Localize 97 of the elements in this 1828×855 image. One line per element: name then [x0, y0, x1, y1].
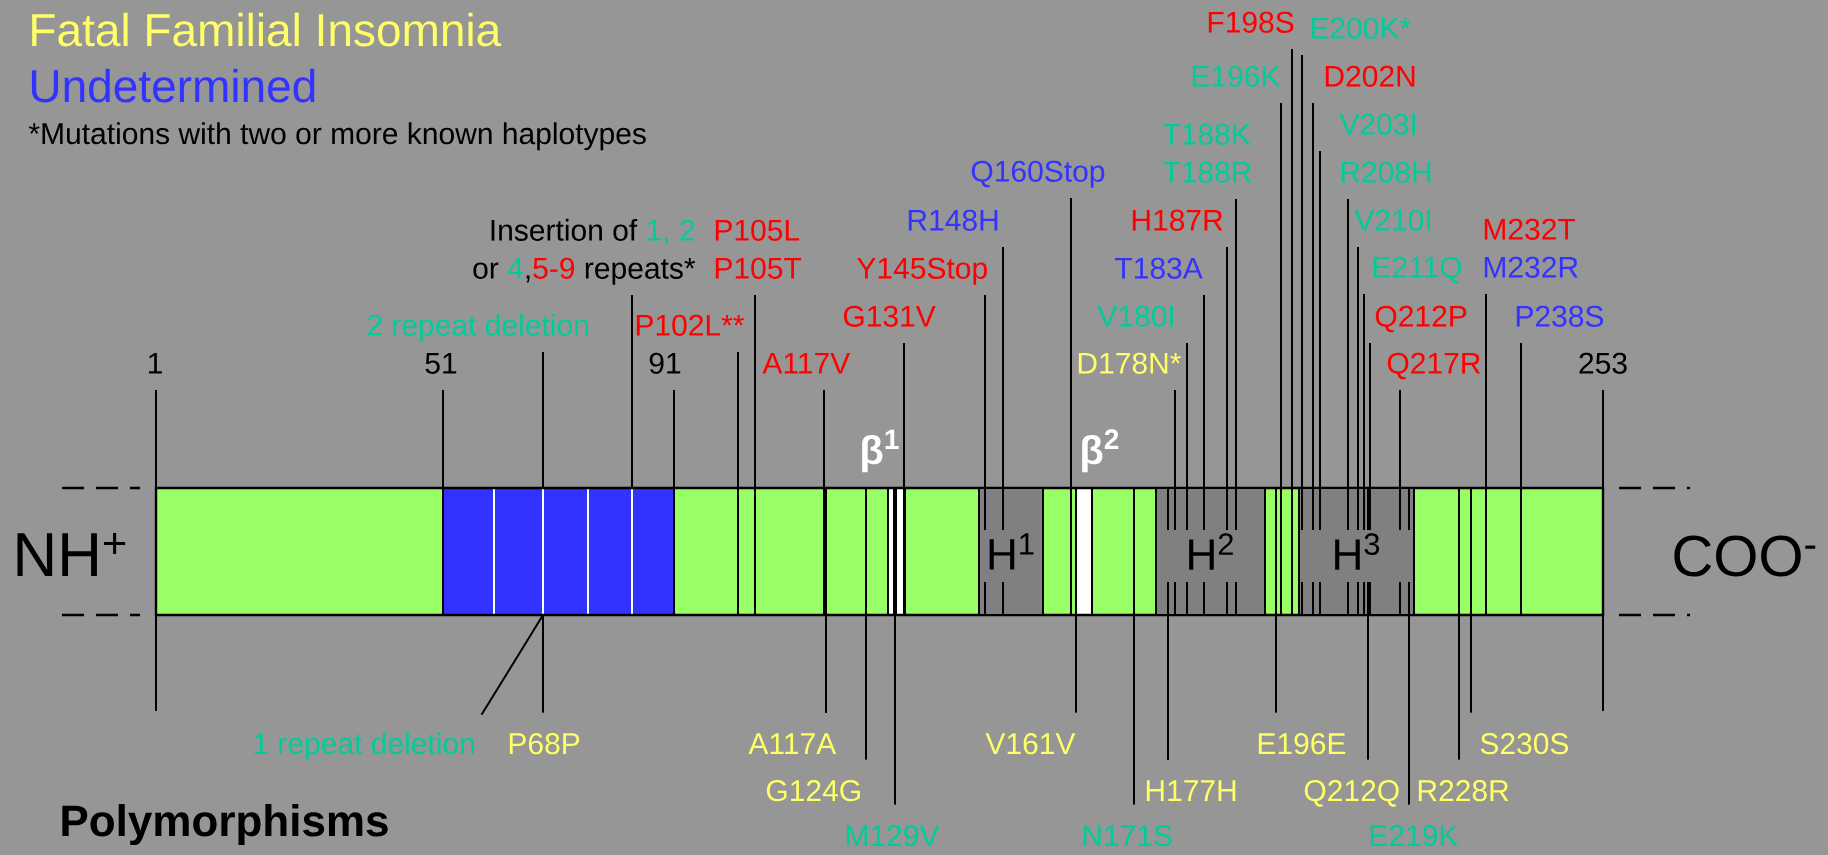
leader-line — [984, 294, 986, 489]
mutation-label: D202N — [1325, 65, 1415, 87]
mutation-label: R148H — [908, 209, 998, 231]
legend-entry: Fatal Familial Insomnia — [32, 12, 502, 47]
leader-line — [1602, 389, 1604, 712]
polymorphism-label: H177H — [1146, 780, 1236, 801]
strand-label: β$^{2}$ — [1082, 429, 1119, 473]
mutation-label: V180I — [1097, 305, 1173, 327]
strand-label: β$^{1}$ — [862, 429, 899, 473]
leader-line — [894, 614, 896, 806]
leader-line — [1226, 246, 1228, 489]
mutation-label: E211Q — [1373, 256, 1462, 284]
leader-line — [542, 614, 544, 714]
leader-line — [1075, 614, 1077, 714]
leader-line — [1485, 293, 1487, 489]
polymorphism-label: N171S — [1083, 825, 1172, 847]
mutation-label: Q212P — [1375, 305, 1467, 333]
leader-line — [823, 389, 825, 489]
leader-line — [1363, 293, 1365, 489]
mutation-label: T183A — [1115, 257, 1203, 279]
helix-box: H$^{1}$ — [978, 487, 1044, 616]
polymorphism-label: E196E — [1258, 733, 1346, 755]
leader-line — [442, 389, 444, 489]
mutation-label: P238S — [1516, 305, 1604, 327]
leader-line — [155, 389, 157, 712]
leader-line — [1367, 614, 1369, 761]
mutation-label: P105L P105T — [715, 219, 802, 279]
leader-line — [1203, 294, 1205, 489]
leader-line — [1408, 614, 1410, 806]
mutation-label: R208H — [1341, 161, 1431, 183]
legend-entry: Undetermined — [31, 68, 315, 103]
leader-line — [825, 614, 827, 714]
helix-box: H$^{3}$ — [1298, 487, 1415, 616]
polymorphism-label: V161V — [985, 733, 1076, 755]
residue-number: 51 — [425, 352, 457, 374]
mutation-label: T188K T188R — [1163, 123, 1252, 183]
mutation-label: H187R — [1132, 209, 1223, 231]
polymorphism-label: Q212Q — [1304, 780, 1399, 807]
polymorphism-label: A117A — [748, 733, 837, 754]
leader-line — [1167, 614, 1169, 761]
leader-line — [1301, 54, 1303, 489]
helix-box: H$^{2}$ — [1155, 487, 1266, 616]
leader-line — [1291, 48, 1293, 489]
leader-line — [754, 294, 756, 489]
leader-line — [1002, 246, 1004, 489]
mutation-label: M232T M232R — [1484, 218, 1578, 278]
leader-line — [1458, 614, 1460, 761]
polymorphism-label: M129V — [846, 825, 940, 847]
polymorphism-label: P68P — [509, 733, 580, 755]
leader-line — [631, 294, 633, 489]
leader-line — [1312, 102, 1314, 489]
leader-line — [1174, 389, 1176, 489]
mutation-label: F198S — [1208, 11, 1294, 33]
leader-line — [1186, 342, 1188, 489]
terminus-label: COO$^{-}$ — [1674, 535, 1816, 577]
mutation-label: Q217R — [1387, 352, 1481, 380]
polymorphism-label: E219K — [1370, 825, 1459, 847]
leader-line — [1357, 246, 1359, 489]
mutation-label: D178N* — [1078, 352, 1181, 374]
leader-line — [480, 614, 544, 716]
polymorphism-label: 1 repeat deletion — [254, 732, 474, 761]
mutation-label: P102L** — [636, 314, 744, 336]
mutation-label: V203I — [1339, 113, 1415, 135]
mutation-label: G131V — [843, 305, 936, 327]
terminus-label: NH$^{+}$ — [17, 532, 126, 576]
polymorphism-label: R228R — [1418, 780, 1509, 802]
mutation-label: V210I — [1354, 209, 1430, 231]
leader-line — [542, 351, 544, 489]
leader-line — [1275, 614, 1277, 714]
residue-number: 1 — [148, 352, 162, 374]
mutation-label: E196K — [1192, 65, 1281, 87]
leader-line — [865, 614, 867, 761]
mutation-label: A117V — [762, 352, 851, 374]
mutation-label: E200K* — [1311, 17, 1411, 39]
leader-line — [1520, 342, 1522, 489]
polymorphism-label: S230S — [1480, 733, 1569, 755]
leader-line — [1369, 342, 1371, 489]
leader-line — [1133, 614, 1135, 806]
polymorphism-label: G124G — [766, 780, 860, 802]
residue-number: 91 — [649, 352, 681, 374]
leader-line — [737, 351, 739, 489]
footnote: *Mutations with two or more known haplotypes — [28, 122, 646, 151]
leader-line — [1280, 102, 1282, 489]
mutation-label: Y145Stop — [857, 257, 987, 285]
mutation-label: 2 repeat deletion — [367, 313, 588, 342]
leader-line — [1399, 389, 1401, 489]
leader-line — [1319, 150, 1321, 489]
section-heading: Polymorphisms — [62, 804, 388, 846]
mutation-label: Insertion of 1, 2 or 4,5-9 repeats* — [473, 218, 696, 285]
leader-line — [1470, 614, 1472, 714]
mutation-label: Q160Stop — [971, 160, 1105, 188]
leader-line — [673, 389, 675, 489]
leader-line — [903, 342, 905, 489]
residue-number: 253 — [1579, 352, 1627, 374]
leader-line — [1235, 198, 1237, 489]
leader-line — [1070, 197, 1072, 489]
leader-line — [1347, 198, 1349, 489]
